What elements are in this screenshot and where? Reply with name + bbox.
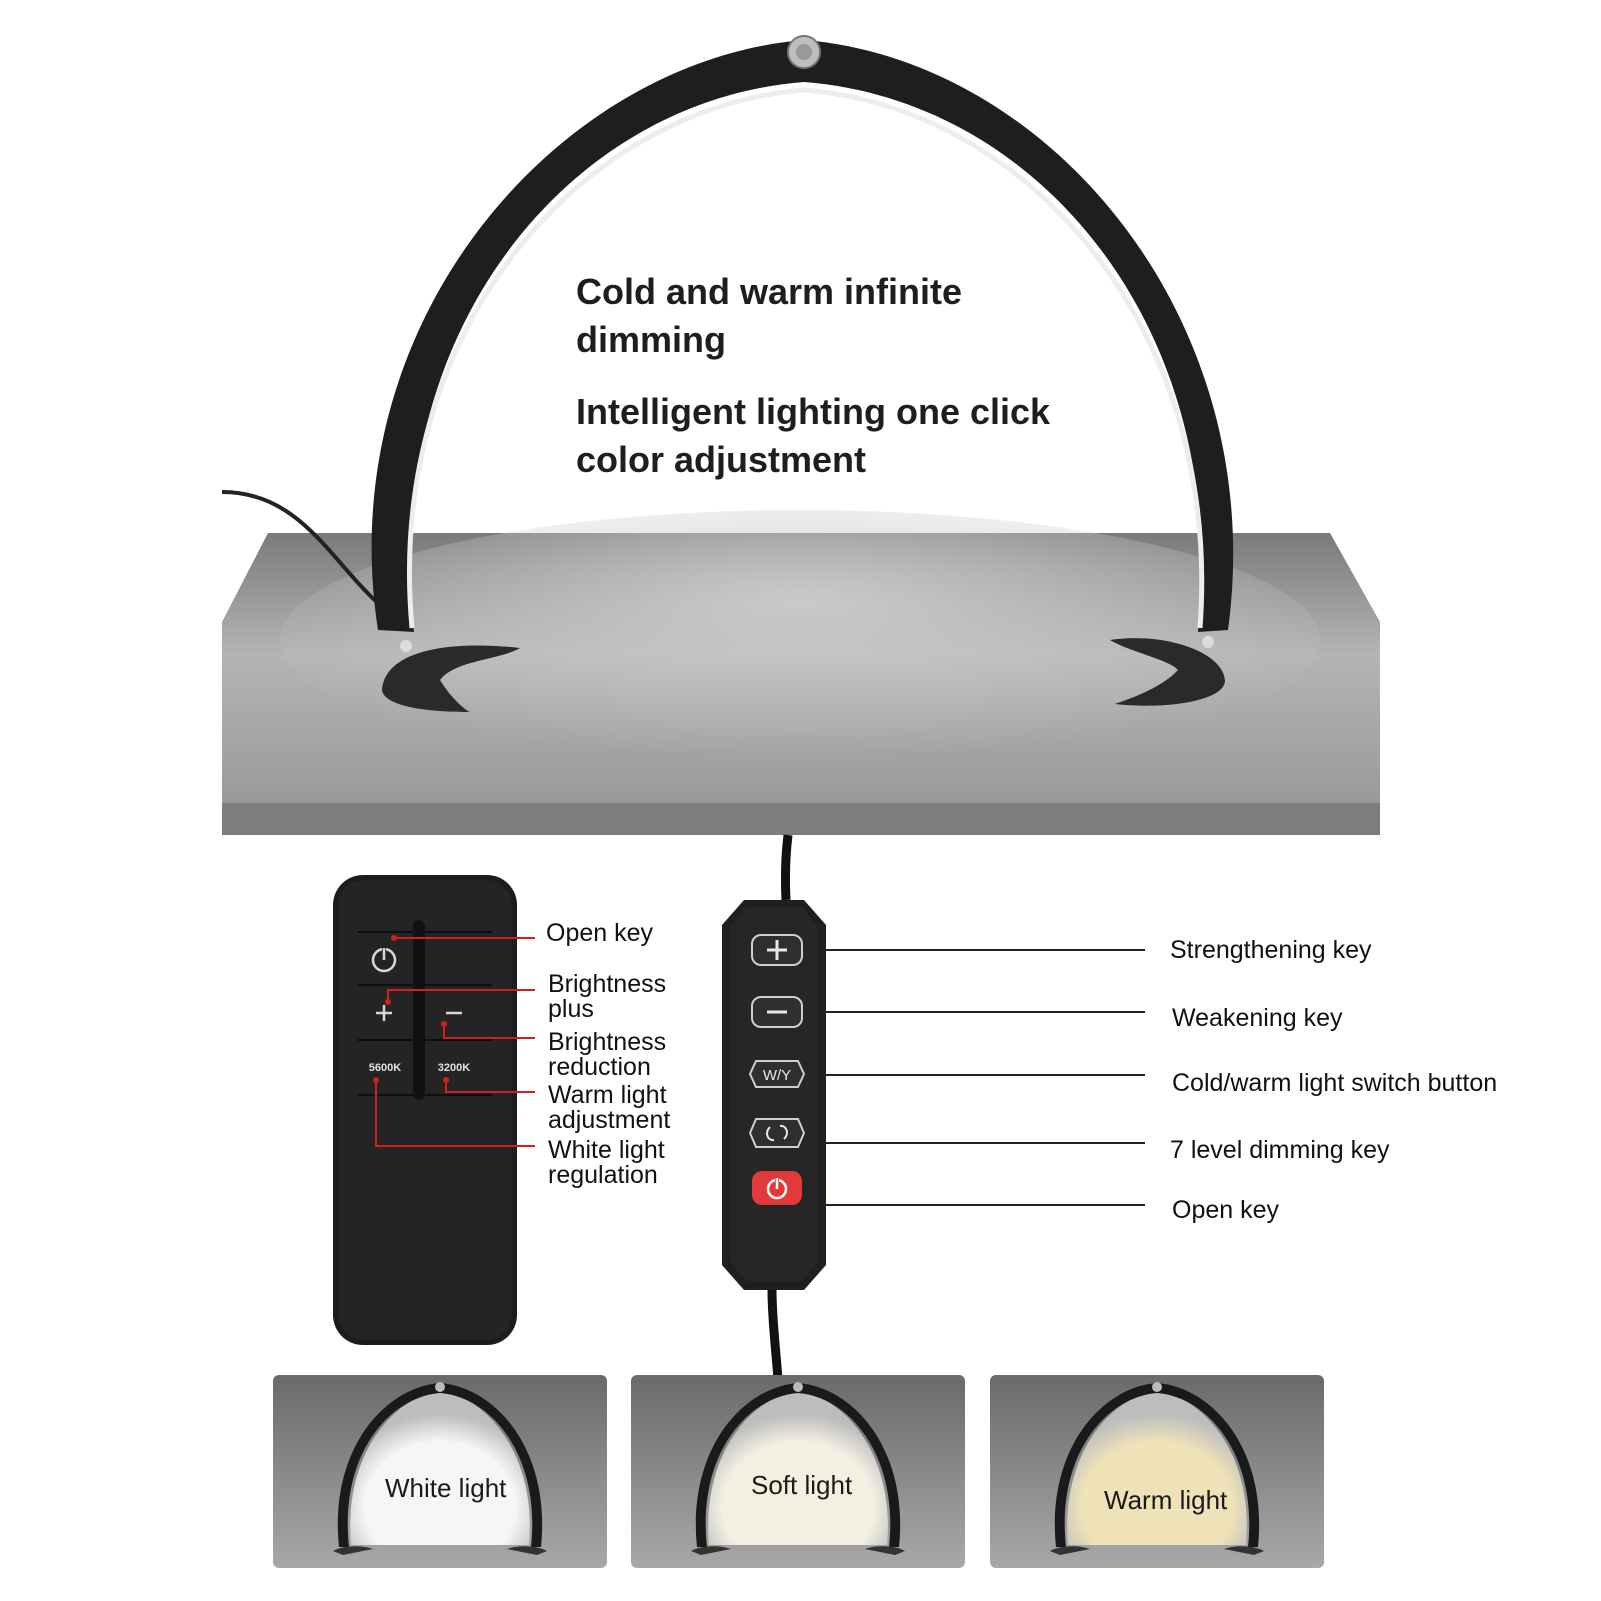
tile-lamp-image — [990, 1375, 1324, 1568]
headline-line4: color adjustment — [576, 439, 867, 480]
label-strengthening-key: Strengthening key — [1170, 936, 1372, 964]
label-remote-brightness-reduction-line2: reduction — [548, 1053, 651, 1081]
controller-cord-top — [780, 834, 793, 901]
remote-3200k-button[interactable]: 3200K — [438, 1062, 470, 1074]
controller-power-button[interactable] — [752, 1171, 802, 1205]
label-remote-brightness-plus: Brightness plus — [548, 972, 666, 1022]
tile-label: Warm light — [1104, 1485, 1228, 1515]
headline-line3: Intelligent lighting one click — [576, 391, 1051, 432]
table-edge — [222, 803, 1380, 835]
led-strip — [407, 87, 1205, 629]
controller-wy-button[interactable]: W/Y — [748, 1060, 806, 1088]
headline-block: Cold and warm infinite dimming Intellige… — [576, 268, 1136, 484]
remote-plus-button[interactable] — [376, 1005, 392, 1021]
light-mode-tile: Soft light — [631, 1375, 965, 1568]
headline-line2: dimming — [576, 319, 726, 360]
label-remote-warm-light-line2: adjustment — [548, 1106, 671, 1134]
label-remote-warm-light-line1: Warm light — [548, 1081, 667, 1109]
label-remote-brightness-reduction-line1: Brightness — [548, 1028, 667, 1056]
label-remote-white-light-line1: White light — [548, 1136, 665, 1164]
label-controller-open-key: Open key — [1172, 1196, 1280, 1224]
power-cord — [221, 490, 382, 607]
right-foot — [1110, 636, 1226, 706]
controller-minus-button[interactable] — [751, 996, 803, 1028]
remote-control: 5600K 3200K — [333, 875, 517, 1345]
remote-5600k-button[interactable]: 5600K — [369, 1062, 401, 1074]
light-mode-tile: White light — [273, 1375, 607, 1568]
label-switch-button: Cold/warm light switch button — [1172, 1069, 1498, 1097]
label-remote-white-light: White light regulation — [548, 1138, 665, 1188]
inline-controller: W/Y — [722, 900, 826, 1290]
tile-label: Soft light — [751, 1470, 853, 1500]
controller-plus-button[interactable] — [751, 934, 803, 966]
label-remote-brightness-plus-line2: plus — [548, 995, 594, 1023]
tile-label: White light — [385, 1473, 507, 1503]
tile-lamp-image — [273, 1375, 607, 1568]
controller-wy-label: W/Y — [763, 1067, 791, 1084]
label-remote-white-light-line2: regulation — [548, 1161, 658, 1189]
light-mode-tile: Warm light — [990, 1375, 1324, 1568]
headline-line1: Cold and warm infinite — [576, 271, 963, 312]
label-weakening-key: Weakening key — [1172, 1004, 1343, 1032]
label-remote-brightness-plus-line1: Brightness — [548, 970, 667, 998]
label-remote-warm-light: Warm light adjustment — [548, 1083, 670, 1133]
left-foot — [382, 640, 520, 712]
tile-lamp-image — [631, 1375, 965, 1568]
remote-power-button[interactable] — [371, 946, 397, 973]
label-remote-brightness-reduction: Brightness reduction — [548, 1030, 666, 1080]
label-remote-open-key: Open key — [546, 919, 654, 947]
controller-cycle-button[interactable] — [748, 1118, 806, 1148]
controller-cord-bottom — [767, 1289, 783, 1381]
label-dimming-key: 7 level dimming key — [1170, 1136, 1390, 1164]
